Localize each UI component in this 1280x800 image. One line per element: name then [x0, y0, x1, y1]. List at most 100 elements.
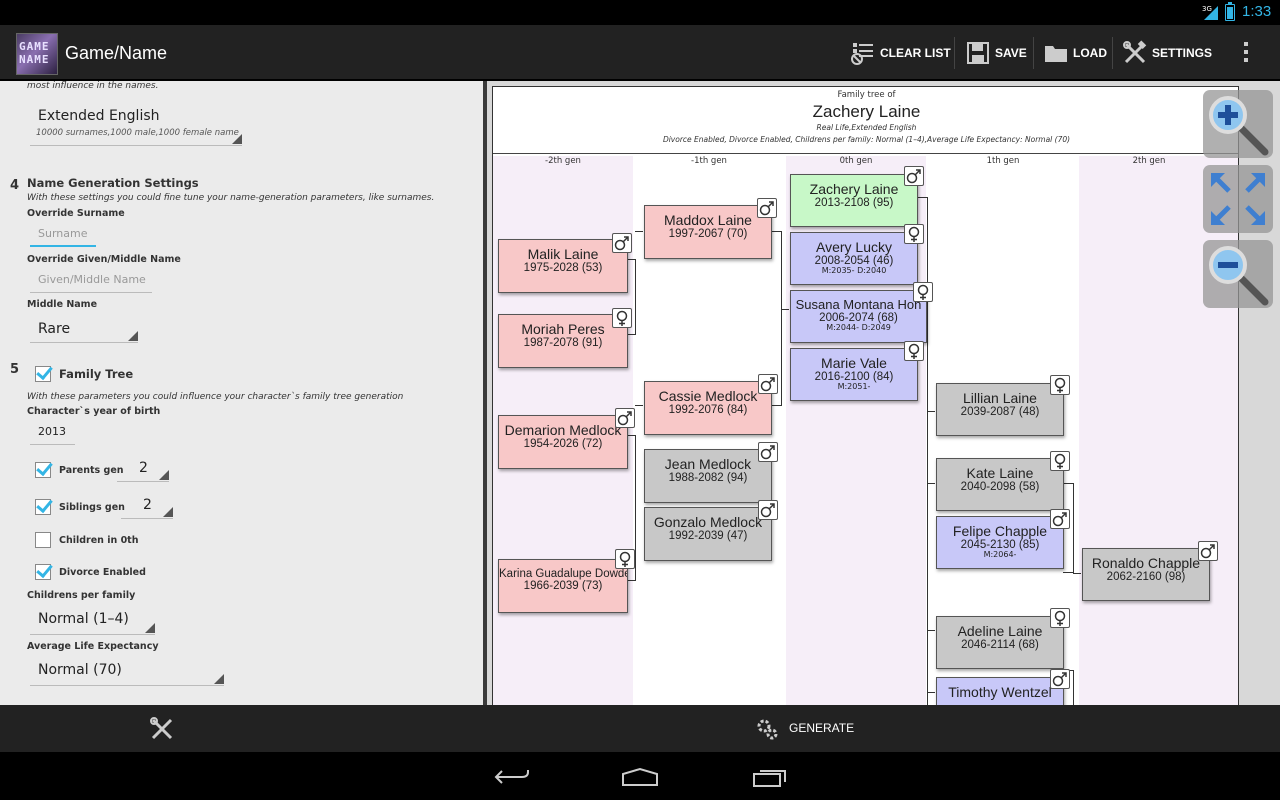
dropdown-icon: [128, 331, 138, 341]
siblings-gen-spinner[interactable]: 2: [121, 495, 173, 519]
surname-input[interactable]: Surname: [30, 225, 96, 247]
override-given-label: Override Given/Middle Name: [27, 254, 181, 265]
middle-name-label: Middle Name: [27, 299, 98, 310]
clear-list-label: CLEAR LIST: [880, 46, 951, 60]
zoom-out-button[interactable]: [1203, 240, 1273, 308]
life-expectancy-spinner[interactable]: Normal (70): [30, 659, 224, 686]
female-icon: [904, 224, 924, 244]
zoom-in-button[interactable]: [1203, 90, 1273, 158]
female-icon: [612, 308, 632, 328]
family-tree-panel[interactable]: Family tree of Zachery Laine Real Life,E…: [487, 81, 1280, 705]
childrens-per-family-label: Childrens per family: [27, 590, 136, 601]
tree-subtitle-2: Divorce Enabled, Divorce Enabled, Childr…: [662, 135, 1071, 144]
birth-year-label: Character`s year of birth: [27, 406, 161, 417]
overflow-menu-icon[interactable]: [1244, 42, 1250, 66]
dropdown-icon: [214, 674, 224, 684]
gen-label: 1th gen: [986, 156, 1020, 166]
children-0th-checkbox[interactable]: [35, 532, 51, 548]
signal-icon: 3G: [1202, 5, 1218, 20]
tree-header-small: Family tree of: [837, 90, 896, 100]
male-icon: [1050, 669, 1070, 689]
male-icon: [904, 166, 924, 186]
tools-button[interactable]: [150, 717, 174, 741]
given-middle-name-input[interactable]: Given/Middle Name: [30, 271, 152, 293]
dropdown-icon: [163, 507, 173, 517]
save-button[interactable]: SAVE: [965, 25, 1027, 81]
fit-screen-icon: [1211, 173, 1265, 225]
gen-label: 2th gen: [1132, 156, 1166, 166]
save-icon: [967, 42, 989, 64]
siblings-gen-checkbox[interactable]: [35, 499, 51, 515]
settings-icon: [1123, 40, 1147, 64]
clock: 1:33: [1242, 3, 1272, 20]
family-tree-checkbox[interactable]: [35, 366, 51, 382]
recent-apps-icon[interactable]: [752, 766, 788, 788]
female-icon: [913, 282, 933, 302]
section-hint-name-generation: With these settings you could fine tune …: [27, 193, 435, 203]
settings-button[interactable]: SETTINGS: [1122, 25, 1212, 81]
siblings-gen-label: Siblings gen: [59, 502, 125, 513]
female-icon: [1050, 608, 1070, 628]
bottom-action-bar: GENERATE: [0, 705, 1280, 752]
divorce-enabled-checkbox[interactable]: [35, 564, 51, 580]
female-icon: [904, 341, 924, 361]
settings-label: SETTINGS: [1152, 46, 1213, 60]
male-icon: [758, 500, 778, 520]
svg-text:3G: 3G: [1202, 5, 1212, 13]
family-tree-canvas[interactable]: Family tree of Zachery Laine Real Life,E…: [492, 86, 1239, 705]
language-spinner[interactable]: Extended English 10000 surnames,1000 mal…: [30, 103, 242, 146]
male-icon: [615, 408, 635, 428]
dropdown-icon: [145, 623, 155, 633]
section-title-name-generation: Name Generation Settings: [27, 176, 199, 190]
birth-year-input[interactable]: 2013: [30, 423, 75, 445]
back-icon[interactable]: [494, 767, 530, 787]
childrens-per-family-spinner[interactable]: Normal (1–4): [30, 608, 155, 635]
gears-icon: [757, 719, 778, 740]
load-button[interactable]: LOAD: [1043, 25, 1107, 81]
home-icon[interactable]: [621, 767, 659, 787]
female-icon: [615, 549, 635, 569]
system-nav-bar: [0, 752, 1280, 800]
clear-list-icon: [851, 43, 873, 65]
parents-gen-checkbox[interactable]: [35, 462, 51, 478]
tree-node-spouse[interactable]: Timothy Wentzel: [936, 677, 1064, 705]
clear-list-button[interactable]: CLEAR LIST: [850, 25, 951, 81]
dropdown-icon: [232, 134, 242, 144]
language-hint: 10000 surnames,1000 male,1000 female nam…: [36, 128, 239, 138]
tools-icon: [150, 717, 173, 740]
settings-panel[interactable]: most influence in the names. Extended En…: [0, 81, 483, 705]
tree-header-divider: [493, 153, 1238, 154]
female-icon: [1050, 451, 1070, 471]
load-label: LOAD: [1073, 46, 1107, 60]
section-title-family-tree: Family Tree: [59, 367, 134, 381]
folder-icon: [1045, 46, 1067, 62]
male-icon: [757, 198, 777, 218]
divorce-enabled-label: Divorce Enabled: [59, 567, 146, 578]
battery-icon: [1225, 2, 1235, 21]
parents-gen-spinner[interactable]: 2: [117, 458, 169, 482]
fit-screen-button[interactable]: [1203, 165, 1273, 233]
override-surname-label: Override Surname: [27, 208, 125, 219]
panel-divider[interactable]: [483, 81, 487, 705]
generate-button[interactable]: GENERATE: [755, 705, 865, 752]
middle-name-spinner[interactable]: Rare: [30, 319, 138, 343]
